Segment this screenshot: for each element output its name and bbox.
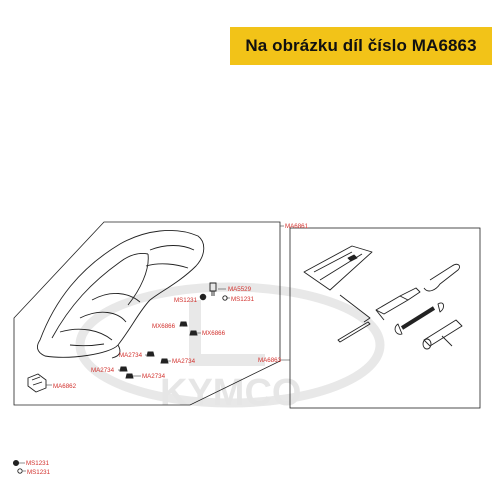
watermark-text: KYMCO [160,372,301,414]
kymco-watermark: KYMCO [75,282,385,414]
tool-kit-drawing [303,245,463,350]
bumper-icon [189,330,198,336]
screwdriver-icon [375,295,409,315]
label-ma6861: MA6861 [285,223,309,230]
label-ms1231-d: MS1231 [27,469,51,476]
leader-lines [19,225,290,472]
part-labels: MA6861 MA5529 MS1231 MS1231 MX6866 MX686… [26,223,309,476]
label-ms1231-c: MS1231 [26,460,50,467]
open-end-wrench-icon [394,302,445,335]
label-mx6866-b: MX6866 [202,330,226,337]
banner-text: Na obrázku díl číslo MA6863 [245,36,477,55]
ma5529-part-shape [209,282,217,296]
bumper-icon [160,358,169,364]
seat-assembly-frame [13,221,281,406]
box-spanner-icon [423,319,463,347]
label-mx6866-a: MX6866 [152,323,176,330]
bumper-icon [146,351,155,357]
label-ma5529: MA5529 [228,286,252,293]
hook-wrench-icon [423,263,461,292]
label-ma6863: MA6863 [258,357,282,364]
label-ma2734-b: MA2734 [172,358,196,365]
seat-drawing [37,230,205,359]
hex-key-icon [339,294,371,323]
part-number-banner: Na obrázku díl číslo MA6863 [230,27,492,65]
label-ms1231-a: MS1231 [174,297,198,304]
label-ma2734-d: MA2734 [142,373,166,380]
seat-latch-icon [27,373,47,393]
seat-hardware [12,282,228,474]
washer-icon [17,468,23,474]
screwdriver-bit-icon [337,321,371,343]
label-ma6862: MA6862 [53,383,77,390]
screw-icon [12,459,20,467]
screw-icon [199,293,207,301]
tool-kit-frame [289,227,481,409]
label-ma2734-c: MA2734 [91,367,115,374]
bumper-icon [179,321,188,327]
bumper-icon [119,366,128,372]
tool-bag-icon [303,245,373,291]
label-ms1231-b: MS1231 [231,296,255,303]
label-ma2734-a: MA2734 [119,352,143,359]
bumper-icon [125,373,134,379]
